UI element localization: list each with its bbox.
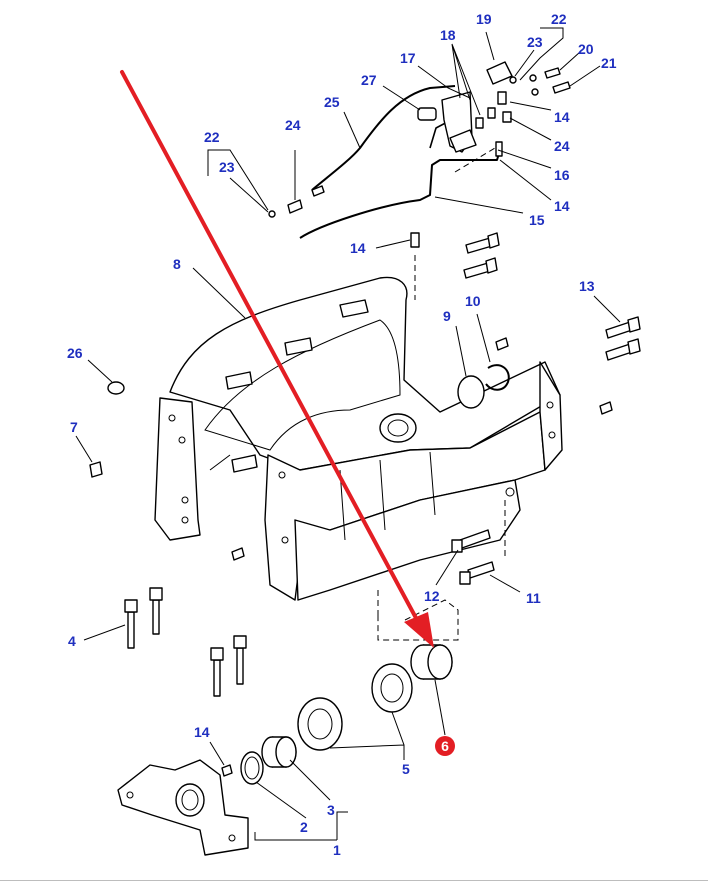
callout-23-left: 23 [219,159,235,175]
callout-5: 5 [402,761,410,777]
assembly-centerlines [377,147,506,641]
callout-22-right: 22 [551,11,567,27]
callout-6-badge: 6 [435,736,455,756]
callout-16: 16 [554,167,570,183]
callout-7: 7 [70,419,78,435]
callout-labels: 19 22 23 20 21 18 17 27 25 14 24 16 14 1… [67,11,617,858]
leader-lines [75,27,621,841]
bottom-divider [0,880,708,881]
bolts-and-pins [89,232,641,777]
bushing-and-washers [240,644,453,785]
callout-21: 21 [601,55,617,71]
callout-24-left: 24 [285,117,301,133]
callout-22-left: 22 [204,129,220,145]
callout-6: 6 [441,738,449,754]
axle-support-bracket [117,759,249,856]
front-axle-support-frame [154,276,563,601]
callout-10: 10 [465,293,481,309]
callout-26: 26 [67,345,83,361]
callout-20: 20 [578,41,594,57]
top-fittings [268,61,571,248]
callout-18: 18 [440,27,456,43]
callout-3: 3 [327,802,335,818]
callout-14-mid: 14 [350,240,366,256]
highlight-arrow [120,70,434,648]
callout-15: 15 [529,212,545,228]
callout-25: 25 [324,94,340,110]
callout-24-right: 24 [554,138,570,154]
callout-27: 27 [361,72,377,88]
callout-8: 8 [173,256,181,272]
callout-19: 19 [476,11,492,27]
callout-13: 13 [579,278,595,294]
callout-23-right: 23 [527,34,543,50]
callout-2: 2 [300,819,308,835]
callout-14-right: 14 [554,198,570,214]
callout-4: 4 [68,633,76,649]
callout-17: 17 [400,50,416,66]
callout-11: 11 [526,590,541,606]
callout-14-bottom: 14 [194,724,210,740]
callout-9: 9 [443,308,451,324]
callout-14-top: 14 [554,109,570,125]
callout-1: 1 [333,842,341,858]
callout-12: 12 [424,588,440,604]
